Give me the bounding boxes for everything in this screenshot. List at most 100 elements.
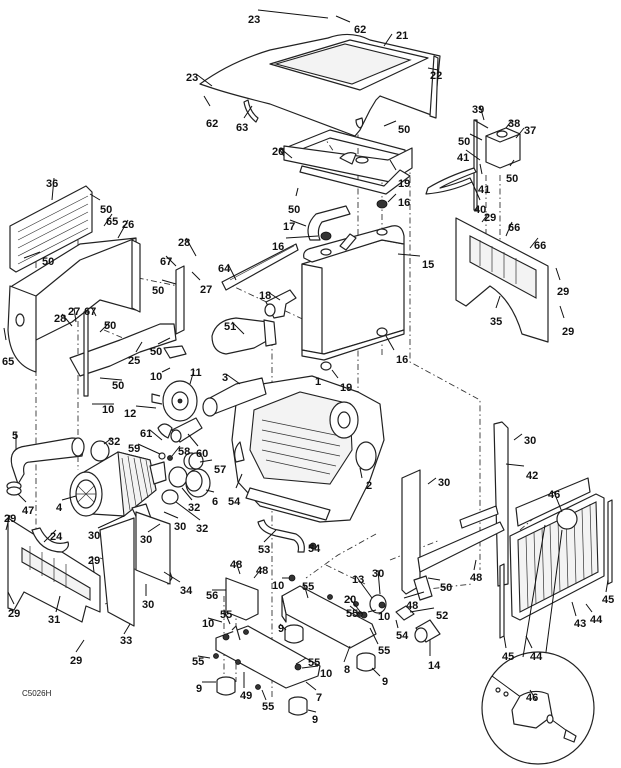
callout-part-10: 10 (202, 618, 214, 630)
callout-part-10: 10 (320, 668, 332, 680)
callout-part-6: 6 (212, 496, 218, 508)
callout-part-11: 11 (190, 367, 202, 379)
callout-part-48: 48 (256, 565, 268, 577)
callout-part-30: 30 (88, 530, 100, 542)
engine-mount-part-8[interactable] (281, 585, 377, 649)
callout-part-53: 53 (258, 544, 270, 556)
callout-part-41: 41 (478, 184, 490, 196)
callout-part-55: 55 (262, 701, 274, 713)
callout-part-52: 52 (436, 610, 448, 622)
air-cleaner-part-4[interactable] (69, 451, 167, 518)
air-elbow-part-51[interactable] (211, 317, 277, 355)
callout-part-19: 19 (398, 178, 410, 190)
callout-part-46: 46 (526, 692, 538, 704)
hose-part-60[interactable] (170, 417, 203, 443)
callout-part-50: 50 (288, 204, 300, 216)
fan-hub-part-11[interactable] (151, 380, 198, 422)
left-lower-panel-part-31[interactable] (7, 517, 101, 623)
callout-part-50: 50 (440, 582, 452, 594)
overflow-hose-part-40[interactable] (425, 167, 477, 195)
callout-part-9: 9 (312, 714, 318, 726)
engine-part-2[interactable] (231, 375, 385, 523)
callout-part-35: 35 (490, 316, 502, 328)
isolators-part-9[interactable] (216, 624, 376, 716)
air-inlet-hose-part-5[interactable] (10, 437, 85, 485)
callout-part-30: 30 (524, 435, 536, 447)
lower-radiator-hose-part-18[interactable] (264, 289, 297, 319)
callout-part-66: 66 (534, 240, 546, 252)
callout-part-5: 5 (12, 430, 18, 442)
clamp-part-61[interactable] (157, 423, 173, 439)
hood-part-21[interactable] (199, 33, 441, 137)
callout-part-66: 66 (508, 222, 520, 234)
callout-part-29: 29 (562, 326, 574, 338)
cutout-part-24[interactable] (31, 527, 69, 553)
coolant-reservoir-part-37[interactable] (485, 127, 521, 169)
callout-part-9: 9 (196, 683, 202, 695)
callout-part-30: 30 (372, 568, 384, 580)
fitting-part-57[interactable] (183, 452, 204, 470)
callout-part-2: 2 (366, 480, 372, 492)
radiator-top-bracket-part-19-20[interactable] (279, 129, 413, 195)
left-shroud-part-26[interactable] (7, 237, 141, 373)
hose-clamps-part-32[interactable] (90, 440, 188, 505)
callout-part-55: 55 (378, 645, 390, 657)
callout-part-19: 19 (340, 382, 352, 394)
callout-part-45: 45 (502, 651, 514, 663)
callout-part-25: 25 (128, 355, 140, 367)
callout-part-41: 41 (457, 152, 469, 164)
intake-pipe-part-3[interactable] (202, 377, 267, 417)
callout-part-55: 55 (192, 656, 204, 668)
callout-part-24: 24 (50, 531, 63, 543)
air-cleaner-bracket-part-34[interactable] (131, 503, 173, 585)
intake-hose-part-6[interactable] (185, 468, 211, 498)
side-seal-part-64[interactable] (221, 243, 299, 291)
hose-part-53[interactable] (257, 519, 305, 553)
callout-part-39: 39 (472, 104, 484, 116)
left-grille-part-36[interactable] (9, 185, 93, 273)
callout-part-28: 28 (54, 313, 66, 325)
right-side-panel-part-35[interactable] (455, 217, 549, 343)
filter-part-14[interactable] (414, 619, 441, 643)
callout-part-15: 15 (422, 259, 434, 271)
callout-part-10: 10 (102, 404, 114, 416)
callout-part-29: 29 (70, 655, 82, 667)
callout-part-48: 48 (406, 600, 418, 612)
callout-part-27: 27 (68, 306, 80, 318)
callout-part-43: 43 (574, 618, 586, 630)
radiator-grommets-part-16[interactable] (320, 199, 388, 371)
hose-clamp-part-47[interactable] (6, 481, 22, 496)
leader-lines (3, 9, 609, 713)
callout-part-65: 65 (106, 216, 118, 228)
spacer-part-52[interactable] (395, 605, 415, 621)
callout-part-54: 54 (308, 543, 321, 555)
callout-part-63: 63 (236, 122, 248, 134)
sensor-part-13[interactable] (369, 594, 387, 614)
callout-part-50: 50 (150, 346, 162, 358)
center-panel-part-33[interactable] (99, 517, 135, 627)
callout-part-47: 47 (22, 505, 34, 517)
callout-part-55: 55 (346, 608, 358, 620)
callout-part-44: 44 (530, 651, 543, 663)
callout-part-27: 27 (200, 284, 212, 296)
callout-part-50: 50 (458, 136, 470, 148)
callout-part-34: 34 (180, 585, 193, 597)
callout-part-9: 9 (278, 623, 284, 635)
small-fittings-58-59[interactable] (158, 452, 173, 461)
mount-plate-part-56[interactable] (225, 577, 259, 621)
callout-part-49: 49 (240, 690, 252, 702)
callout-part-20: 20 (272, 146, 284, 158)
callout-part-50: 50 (42, 256, 54, 268)
callout-part-54: 54 (228, 496, 241, 508)
callout-part-16: 16 (272, 241, 284, 253)
shroud-bracket-part-25[interactable] (69, 265, 187, 397)
callout-part-16: 16 (396, 354, 408, 366)
radiator-part-15[interactable] (301, 225, 405, 361)
reservoir-bracket-part-39[interactable] (473, 119, 489, 211)
radiator-support-part-42[interactable] (401, 421, 509, 601)
callout-part-8: 8 (344, 664, 350, 676)
callout-part-55: 55 (302, 581, 314, 593)
engine-mount-part-7[interactable] (215, 625, 321, 689)
upper-radiator-hose-part-17[interactable] (307, 205, 351, 241)
